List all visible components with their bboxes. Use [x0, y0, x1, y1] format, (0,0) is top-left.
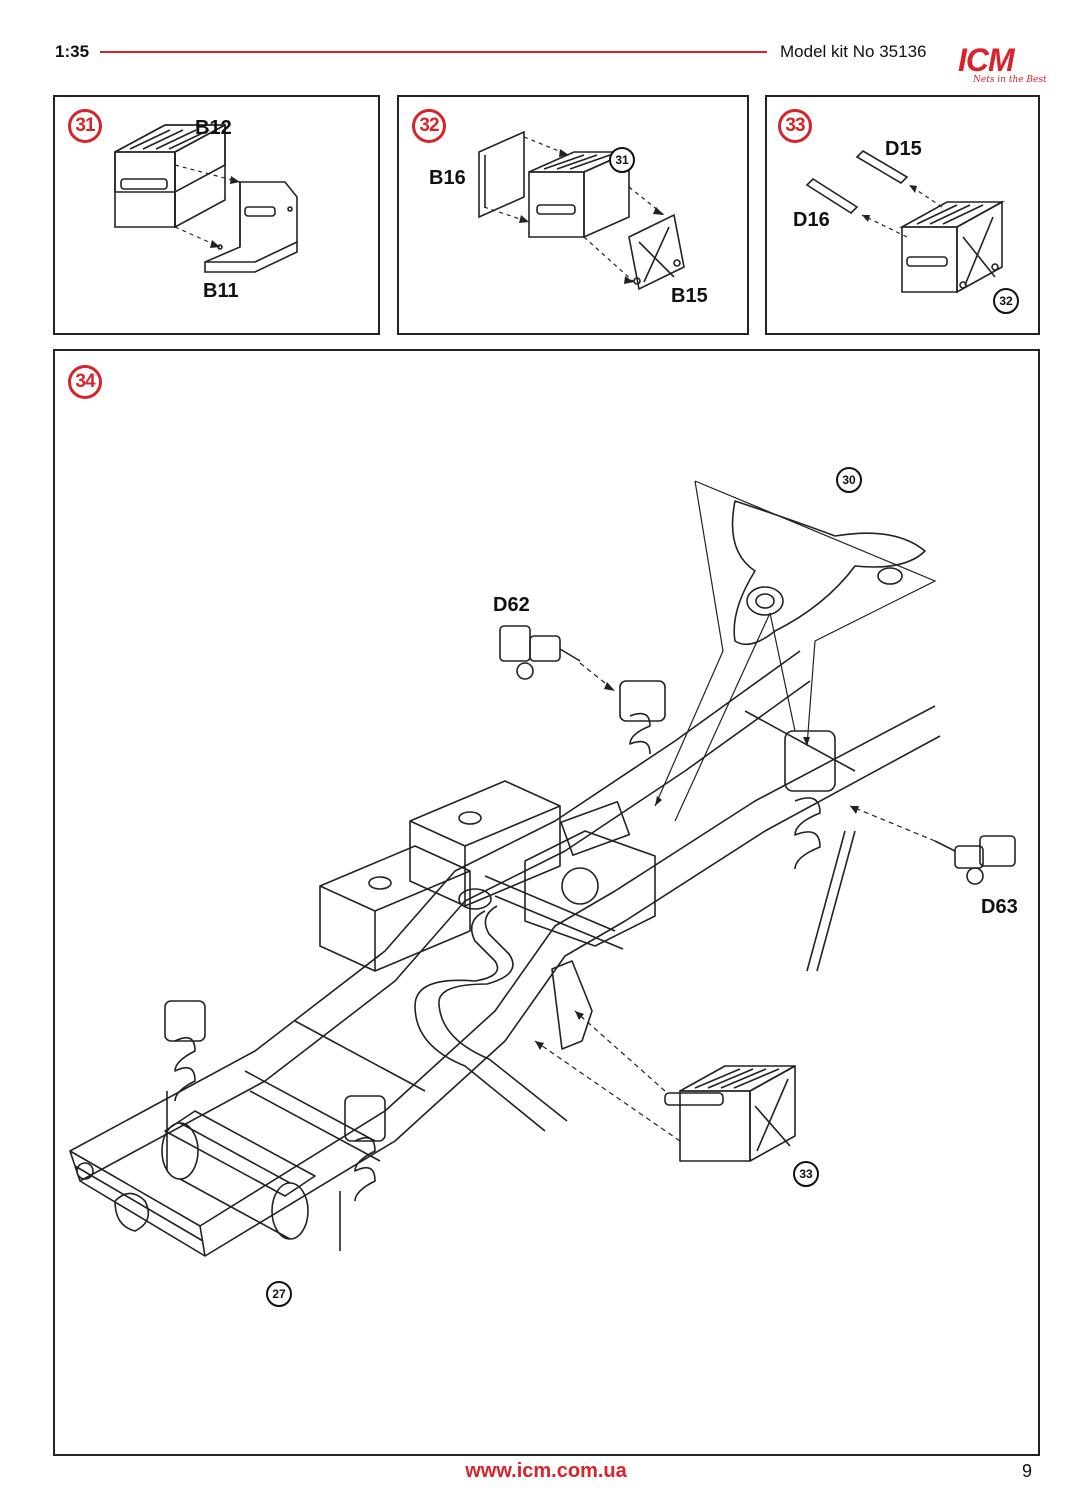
icm-logo: ICM Nets in the Best [940, 42, 1047, 90]
step-31-badge: 31 [68, 109, 102, 143]
footer-url[interactable]: www.icm.com.ua [465, 1460, 627, 1482]
scale-label: 1:35 [55, 42, 90, 61]
step-32-panel: 32 B16 B15 31 [397, 95, 749, 335]
logo-tagline: Nets in the Best [973, 75, 1047, 85]
part-label-d15: D15 [885, 138, 922, 160]
part-label-d62: D62 [493, 594, 530, 616]
ref-step-30-badge: 30 [836, 467, 862, 493]
step-31-panel: 31 B12 B11 [53, 95, 380, 335]
step-32-drawing [478, 130, 685, 291]
part-label-d16: D16 [793, 209, 830, 231]
ref-step-27-badge: 27 [266, 1281, 292, 1307]
model-kit-number: Model kit No 35136 [780, 42, 927, 61]
header-rule [100, 51, 767, 53]
step-33-drawing [805, 149, 1006, 294]
logo-wordmark: ICM [958, 42, 1015, 78]
part-label-b15: B15 [671, 285, 708, 307]
step-31-drawing [114, 123, 298, 273]
ref-step-33-badge: 33 [793, 1161, 819, 1187]
step-34-panel: 34 D62 D63 30 33 27 [53, 349, 1040, 1456]
page-number: 9 [1022, 1461, 1033, 1481]
chassis-drawing [69, 480, 1016, 1257]
part-label-d63: D63 [981, 896, 1018, 918]
part-label-b11: B11 [203, 280, 239, 302]
part-label-b12: B12 [195, 117, 232, 139]
step-34-badge: 34 [68, 365, 102, 399]
ref-step-32-badge: 32 [993, 288, 1019, 314]
step-33-panel: 33 D15 D16 32 [765, 95, 1040, 335]
ref-step-31-badge: 31 [609, 147, 635, 173]
part-label-b16: B16 [429, 167, 466, 189]
step-33-badge: 33 [778, 109, 812, 143]
step-32-badge: 32 [412, 109, 446, 143]
